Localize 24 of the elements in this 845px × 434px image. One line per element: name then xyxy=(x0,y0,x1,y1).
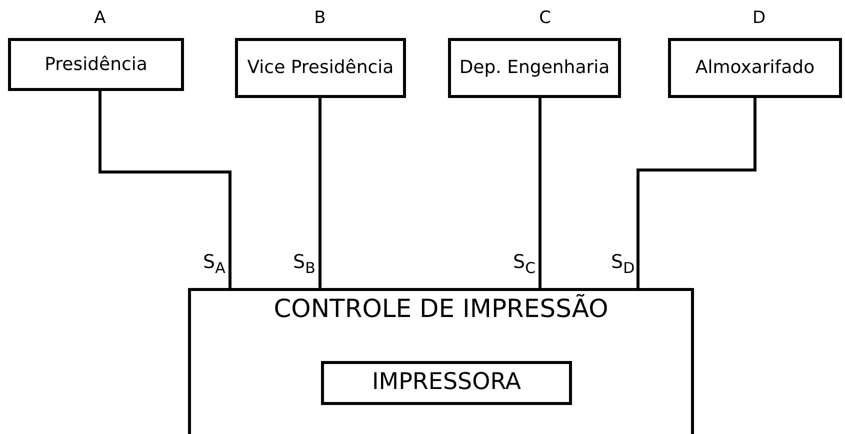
box-label: Presidência xyxy=(44,54,148,74)
node-letter: D xyxy=(751,8,767,28)
node-letter: C xyxy=(538,8,552,28)
edge-label: S$_{C}$ xyxy=(513,253,536,276)
connector-line xyxy=(636,98,756,288)
department-box xyxy=(321,361,572,405)
box-label: CONTROLE DE IMPRESSÃO xyxy=(274,293,608,324)
edge-label: S$_{B}$ xyxy=(293,253,316,276)
connector-line xyxy=(98,91,232,288)
node-letter: B xyxy=(313,8,327,28)
box-label: Vice Presidência xyxy=(247,58,394,78)
department-box xyxy=(235,38,406,98)
edge-label: S$_{D}$ xyxy=(611,253,635,276)
connector-line xyxy=(538,98,542,288)
connector-line xyxy=(318,98,322,288)
department-box xyxy=(448,38,621,98)
box-label: Dep. Engenharia xyxy=(459,58,610,78)
control-box xyxy=(188,288,694,434)
box-label: IMPRESSORA xyxy=(372,369,522,397)
department-box xyxy=(668,38,842,98)
department-box xyxy=(8,38,184,91)
edge-label: S$_{A}$ xyxy=(203,253,226,276)
node-letter: A xyxy=(93,8,107,28)
box-label: Almoxarifado xyxy=(695,58,815,78)
